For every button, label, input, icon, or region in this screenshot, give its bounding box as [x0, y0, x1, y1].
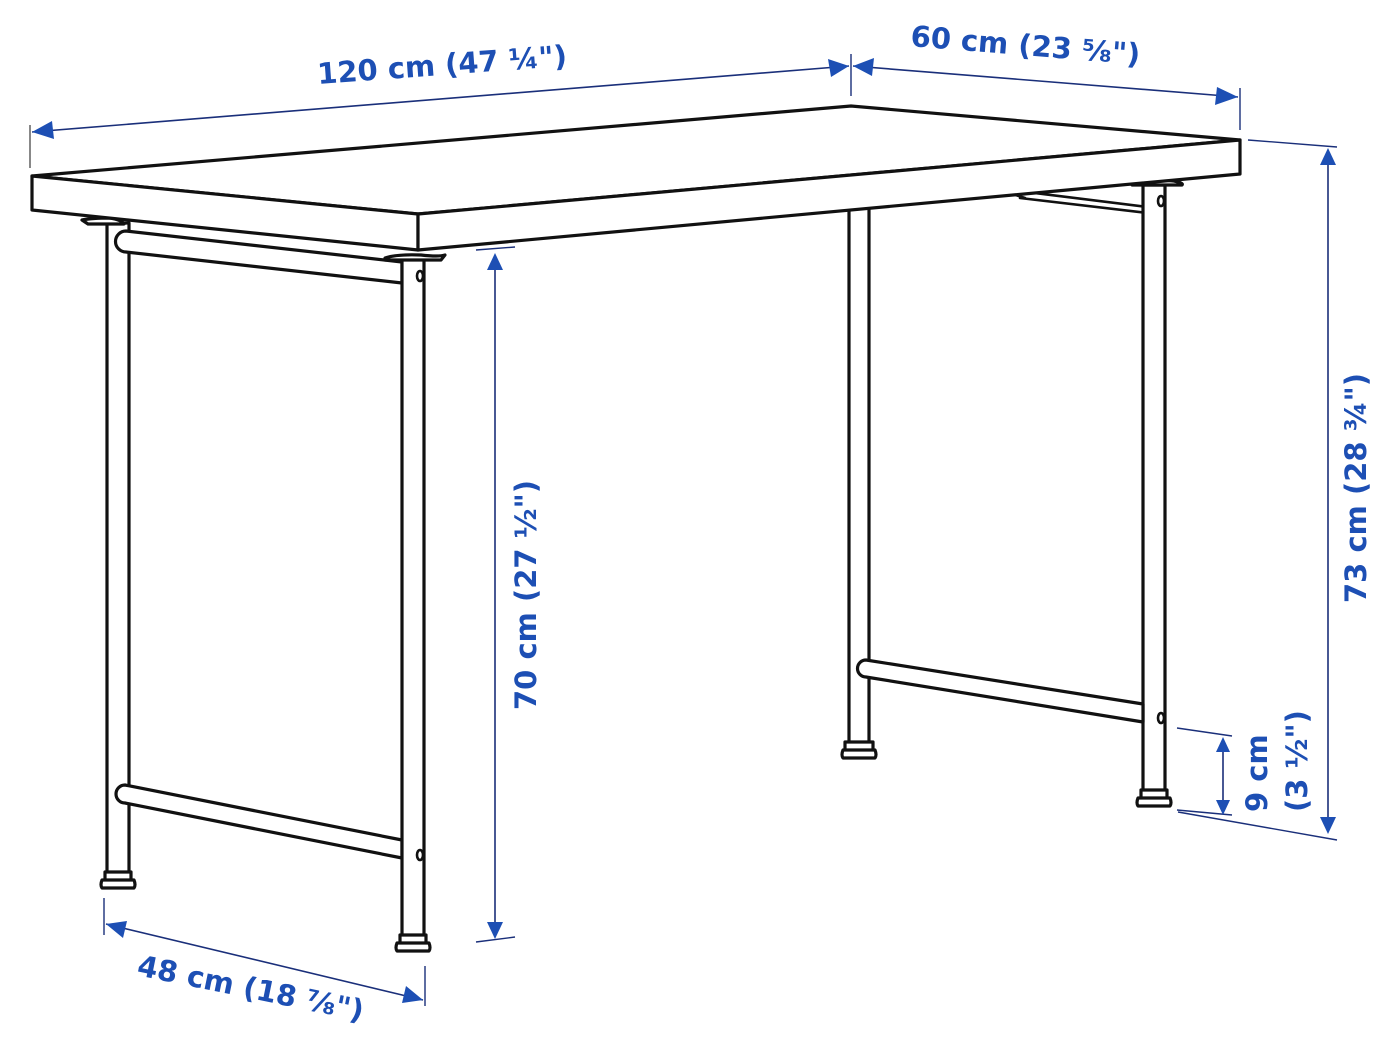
rail-height-in-label: (3 ½") [1280, 710, 1314, 812]
left-lower-rail [114, 783, 404, 860]
desk-illustration [30, 104, 1242, 953]
leg-depth-dimension: 48 cm (18 ⅞") [103, 898, 426, 1028]
table-top [30, 104, 1242, 252]
right-lower-rail [855, 658, 1145, 724]
underside-height-label: 70 cm (27 ½") [509, 480, 543, 710]
rail-height-dimension: 9 cm (3 ½") [1176, 710, 1314, 816]
leg-depth-label: 48 cm (18 ⅞") [135, 949, 367, 1028]
underside-height-dimension: 70 cm (27 ½") [475, 246, 543, 943]
back-left-leg [80, 216, 137, 890]
left-upper-rail [113, 229, 404, 285]
rail-height-cm-label: 9 cm [1240, 734, 1274, 812]
total-height-dimension: 73 cm (28 ¾") [1177, 139, 1373, 841]
width-label: 120 cm (47 ¼") [316, 39, 568, 91]
depth-label: 60 cm (23 ⅝") [909, 19, 1141, 71]
total-height-label: 73 cm (28 ¾") [1339, 373, 1373, 603]
front-left-leg [383, 253, 447, 953]
